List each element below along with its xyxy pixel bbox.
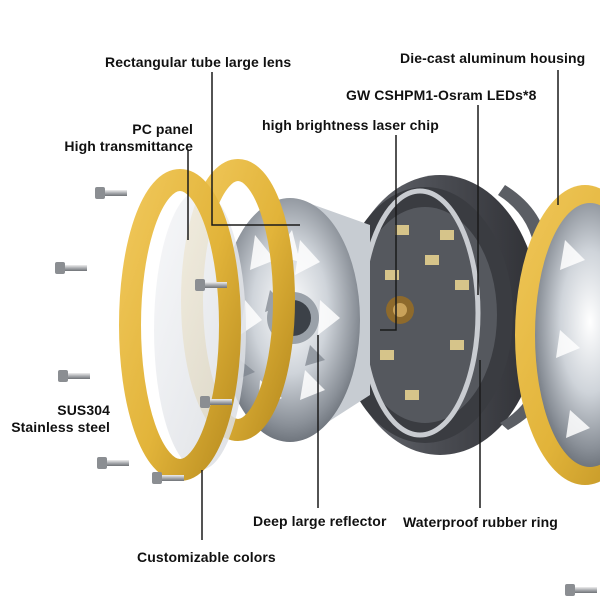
label-leds: GW CSHPM1-Osram LEDs*8: [346, 87, 537, 103]
label-lens: Rectangular tube large lens: [105, 54, 292, 70]
color-ring-part: [119, 169, 241, 481]
leader-line-lens: [211, 72, 300, 226]
label-screws-line1: SUS304: [57, 402, 110, 418]
screw-set: [55, 187, 597, 596]
label-screws: SUS304 Stainless steel: [6, 402, 110, 436]
screw: [200, 396, 232, 408]
screw: [195, 279, 227, 291]
leader-lines: [187, 70, 559, 540]
screw: [565, 584, 597, 596]
screw: [152, 472, 184, 484]
label-housing: Die-cast aluminum housing: [400, 50, 586, 66]
screw: [55, 262, 87, 274]
label-screws-line2: Stainless steel: [11, 419, 110, 435]
label-reflector: Deep large reflector: [253, 513, 387, 529]
label-laser-chip: high brightness laser chip: [262, 117, 439, 133]
assembled-light-part: [515, 185, 600, 485]
label-pc-panel-line2: High transmittance: [64, 138, 193, 154]
screw: [95, 187, 127, 199]
label-pc-panel-line1: PC panel: [132, 121, 193, 137]
screw: [58, 370, 90, 382]
label-pc-panel: PC panel High transmittance: [52, 121, 193, 155]
label-colors: Customizable colors: [137, 549, 276, 565]
screw: [97, 457, 129, 469]
label-rubber-ring: Waterproof rubber ring: [403, 514, 558, 530]
leader-line-laser: [380, 135, 397, 331]
